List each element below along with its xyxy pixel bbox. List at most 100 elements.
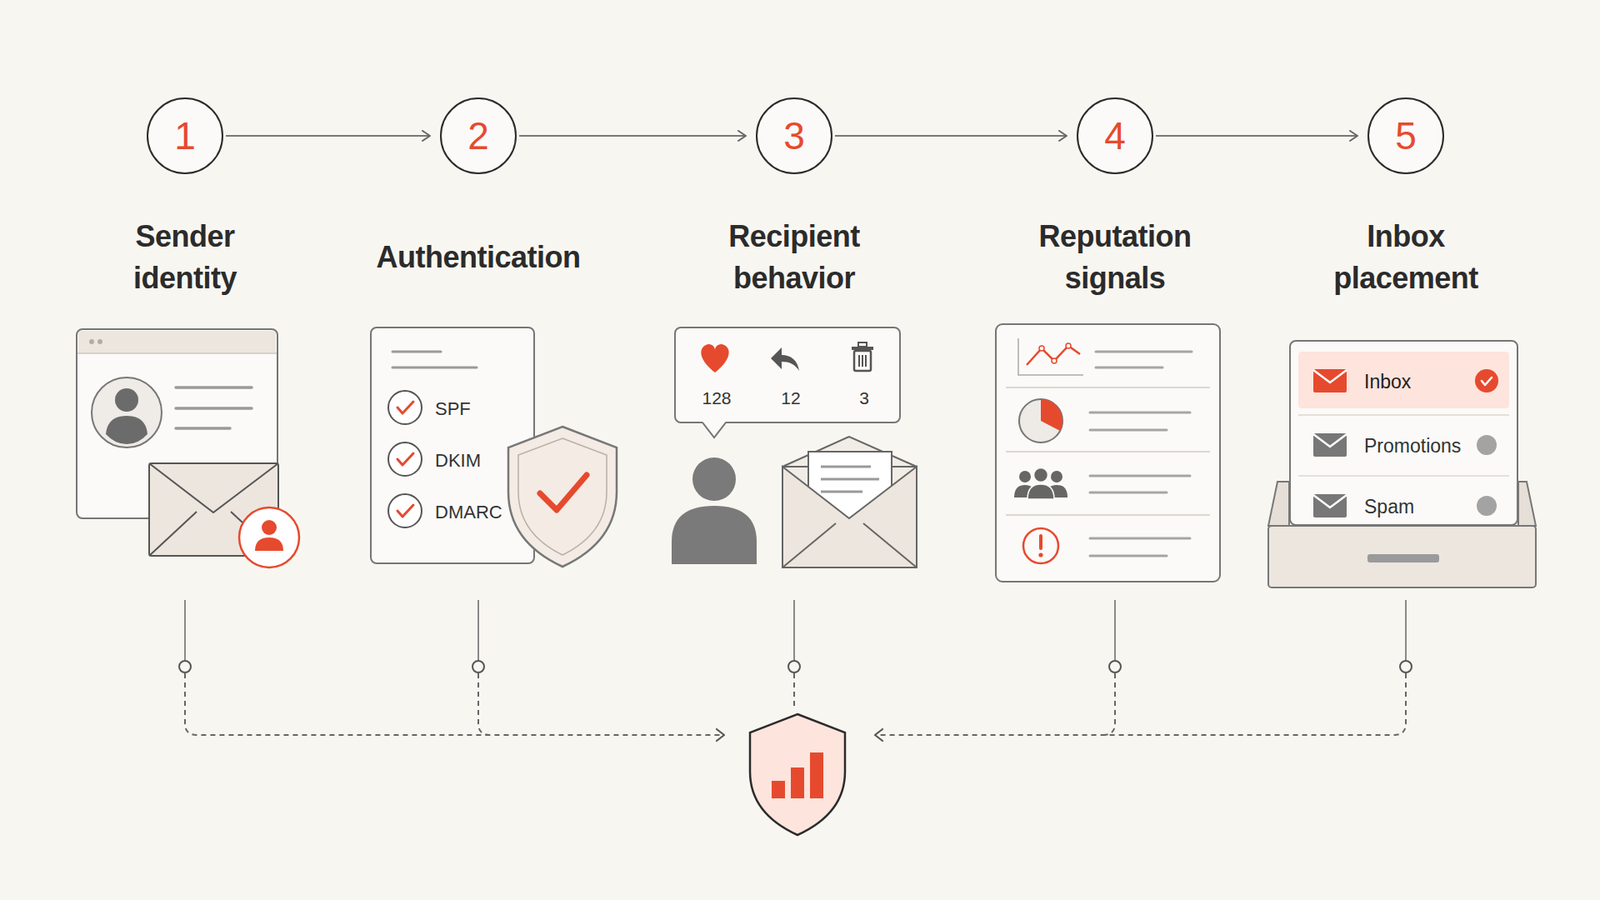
step-title: Sender identity	[85, 214, 285, 301]
auth-checklist	[388, 442, 422, 476]
profile-card	[239, 507, 300, 568]
profile-card	[91, 377, 162, 448]
step-circle: 3Recipient behavior	[755, 97, 833, 175]
open-envelope	[782, 436, 917, 568]
open-envelope	[782, 466, 917, 568]
score-shield	[750, 714, 845, 835]
auth-checklist	[397, 453, 414, 465]
dashed-merge-lines	[185, 673, 722, 735]
folder-icons	[1298, 351, 1510, 518]
merge-arrowheads	[875, 729, 883, 741]
flow-arrow	[1155, 135, 1358, 137]
folder-name: Promotions	[1364, 435, 1461, 459]
profile-card	[261, 520, 277, 535]
leader-lines	[793, 600, 795, 661]
step-title: Authentication	[336, 214, 620, 301]
leader-dots	[179, 660, 1412, 673]
bubble-tail	[702, 422, 726, 438]
leader-dots	[179, 660, 191, 673]
reputation-card	[1090, 429, 1167, 432]
open-envelope	[820, 478, 880, 481]
step-title: Reputation signals	[1002, 214, 1228, 301]
reputation-card	[1039, 345, 1045, 351]
reputation-card	[1095, 366, 1163, 370]
reputation-card	[1090, 491, 1167, 495]
auth-checklist	[388, 351, 477, 528]
step-title: Recipient behavior	[694, 214, 895, 301]
open-envelope	[782, 523, 836, 568]
folder-icons	[1298, 351, 1510, 409]
auth-shield	[540, 475, 587, 510]
reputation-card	[1051, 358, 1057, 364]
leader-dots	[472, 660, 485, 673]
dashed-merge-lines	[478, 673, 490, 735]
reputation-card	[1005, 450, 1210, 453]
leader-lines	[1114, 600, 1116, 661]
auth-checklist	[388, 494, 422, 528]
profile-card	[149, 511, 197, 556]
profile-card	[97, 339, 103, 345]
folder-name: Inbox	[1364, 370, 1411, 395]
card-fill	[370, 326, 535, 565]
like-count: 128	[701, 387, 731, 409]
reputation-card	[1039, 535, 1043, 549]
score-shield	[810, 752, 824, 799]
auth-checklist	[392, 350, 441, 354]
reputation-card	[1090, 555, 1167, 558]
inbox-tray-front	[1268, 525, 1536, 588]
open-envelope	[820, 490, 863, 494]
score-shield	[771, 780, 785, 799]
step-title: Inbox placement	[1301, 214, 1510, 301]
profile-card	[78, 330, 276, 354]
reputation-card	[1040, 399, 1063, 431]
leader-lines	[185, 600, 1406, 661]
score-shield	[790, 767, 805, 799]
folder-icons	[1298, 475, 1510, 477]
step-number: 4	[1078, 99, 1152, 173]
engagement-icons	[770, 347, 800, 371]
reputation-card	[1090, 411, 1190, 415]
folder-icons	[1313, 369, 1347, 393]
folder-icons	[1313, 494, 1347, 518]
dashed-merge-lines	[877, 673, 1406, 735]
detail-card: InboxPromotionsSpam	[1289, 340, 1519, 526]
engagement-icons	[700, 344, 729, 373]
open-envelope	[863, 523, 917, 568]
step-circle: 5Inbox placement	[1367, 97, 1445, 175]
reputation-card	[1065, 343, 1071, 349]
engagement-icons	[861, 355, 864, 367]
engagement-icons	[700, 342, 874, 373]
reputation-card	[1050, 470, 1063, 483]
reputation-card	[1018, 338, 1084, 375]
flow-arrow	[519, 135, 746, 137]
folder-name: Spam	[1364, 495, 1415, 520]
dashed-merge-lines	[793, 673, 795, 710]
recipient-figure	[692, 457, 736, 501]
folder-icons	[1475, 369, 1499, 393]
leader-dots	[788, 660, 800, 673]
reputation-card	[1095, 350, 1192, 354]
recipient-figure	[671, 505, 757, 565]
step-circle: 2Authentication	[440, 97, 517, 175]
reputation-card	[1038, 552, 1043, 557]
inbox-tray	[1268, 481, 1536, 526]
folder-icons	[1313, 495, 1347, 508]
reputation-card	[1019, 399, 1063, 443]
inbox-tray-front	[1367, 554, 1440, 563]
reputation-card	[1005, 386, 1210, 389]
profile-card	[77, 352, 277, 355]
profile-card	[149, 463, 279, 513]
leader-lines	[1405, 600, 1407, 661]
folder-icons	[1313, 434, 1347, 447]
engagement-icons	[858, 355, 860, 367]
step-number: 5	[1369, 99, 1443, 173]
profile-card	[175, 406, 252, 410]
auth-method: DKIM	[435, 450, 481, 472]
auth-checklist	[397, 401, 414, 414]
inbox-tray	[1268, 481, 1290, 526]
auth-shield	[518, 438, 607, 555]
step-circle: 1Sender identity	[146, 97, 224, 175]
inbox-tray-front	[1268, 525, 1536, 588]
folder-icons	[1476, 435, 1497, 455]
